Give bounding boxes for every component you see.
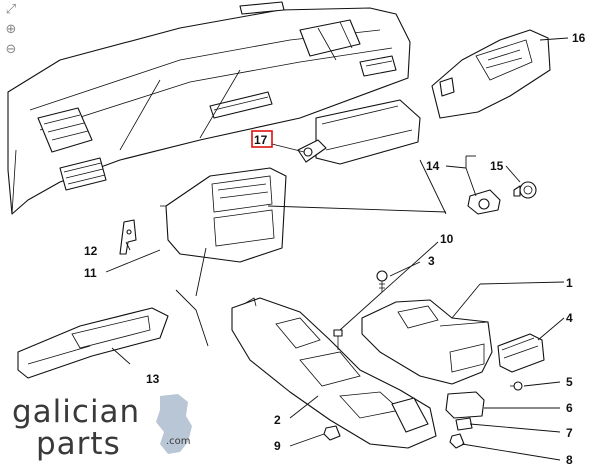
callout-labels: 16 17 14 15 12 11 10 3 1 4 13 5 6 2 7 9 … — [84, 31, 586, 467]
part-2-floor-console — [231, 297, 437, 449]
callout-1[interactable]: 1 — [566, 276, 573, 290]
callout-7[interactable]: 7 — [566, 426, 573, 440]
part-16-glovebox-panel — [431, 29, 551, 119]
part-7-clip — [455, 417, 473, 431]
leader-lines — [105, 37, 569, 461]
callout-9[interactable]: 9 — [274, 439, 281, 453]
callout-13[interactable]: 13 — [146, 372, 160, 386]
fastener-9-nut — [323, 425, 341, 441]
callout-17[interactable]: 17 — [254, 133, 268, 147]
callout-2[interactable]: 2 — [274, 413, 281, 427]
zoom-out-button[interactable]: ⊖ — [3, 42, 19, 58]
callout-12[interactable]: 12 — [84, 244, 98, 258]
part-14-switch — [467, 189, 501, 215]
part-12-bracket — [119, 219, 137, 255]
logo-word-galician: galician — [12, 394, 140, 430]
part-15-cigar-lighter — [513, 181, 537, 199]
callout-10[interactable]: 10 — [440, 232, 454, 246]
zoom-in-button[interactable]: ⊕ — [3, 22, 19, 38]
fastener-3-screw — [376, 270, 388, 292]
callout-8[interactable]: 8 — [566, 453, 573, 467]
callout-5[interactable]: 5 — [566, 375, 573, 389]
dashboard-outline — [7, 1, 411, 215]
callout-15[interactable]: 15 — [490, 159, 504, 173]
callout-3[interactable]: 3 — [428, 254, 435, 268]
callout-6[interactable]: 6 — [566, 401, 573, 415]
callout-11[interactable]: 11 — [84, 266, 97, 280]
part-11-center-bezel — [160, 167, 287, 263]
fastener-8-nut — [449, 433, 465, 449]
zoom-in-icon: ⊕ — [5, 22, 17, 37]
part-1-rear-console — [361, 299, 493, 385]
part-6-clip — [445, 391, 485, 419]
part-13-lower-trim — [17, 307, 169, 379]
logo-map-shape — [156, 394, 192, 454]
fastener-5-screw — [510, 381, 523, 391]
expand-icon: ⤢ — [5, 2, 17, 17]
zoom-out-icon: ⊖ — [5, 42, 17, 57]
logo-suffix-com: .com — [166, 436, 191, 447]
callout-14[interactable]: 14 — [426, 159, 440, 173]
callout-16[interactable]: 16 — [572, 31, 586, 45]
fastener-10-screw — [333, 329, 343, 350]
galicianparts-logo: galician parts .com — [12, 394, 192, 462]
callout-17-highlight-box — [251, 130, 273, 148]
part-4-ashtray-insert — [497, 333, 545, 373]
callout-4[interactable]: 4 — [566, 311, 573, 325]
logo-word-parts: parts — [36, 426, 121, 462]
part-17-glovebox-lid — [297, 99, 421, 165]
fullscreen-button[interactable]: ⤢ — [3, 2, 19, 18]
